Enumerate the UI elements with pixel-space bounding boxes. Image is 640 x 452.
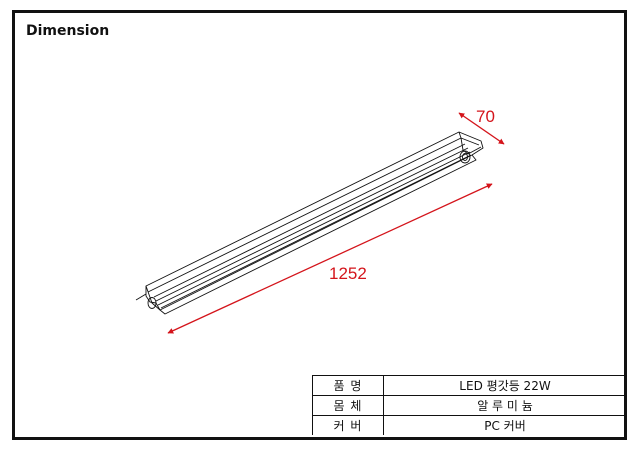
led-fixture [135,131,484,315]
fixture-trough [153,143,466,298]
fixture-housing [145,131,484,311]
spec-row: 품 명 LED 평갓등 22W [312,375,626,396]
fixture-end-cap-near [145,286,161,311]
width-dimension-line [458,112,505,145]
lamp-socket [459,150,471,164]
spec-label: 커 버 [312,415,384,435]
spec-row: 커 버 PC 커버 [312,415,626,435]
width-dimension-label: 70 [476,107,495,126]
length-dimension-line [167,183,493,334]
spec-label: 품 명 [312,375,384,396]
drawing-frame [12,10,627,440]
page-title: Dimension [26,23,110,39]
spec-value: LED 평갓등 22W [383,375,626,396]
spec-table: 품 명 LED 평갓등 22W 몸 체 알 루 미 늄 커 버 PC 커버 [312,375,626,435]
length-dimension-label: 1252 [329,264,367,283]
spec-row: 몸 체 알 루 미 늄 [312,395,626,416]
power-cord [135,293,147,301]
spec-label: 몸 체 [312,395,384,416]
spec-value: PC 커버 [383,415,626,435]
spec-value: 알 루 미 늄 [383,395,626,416]
